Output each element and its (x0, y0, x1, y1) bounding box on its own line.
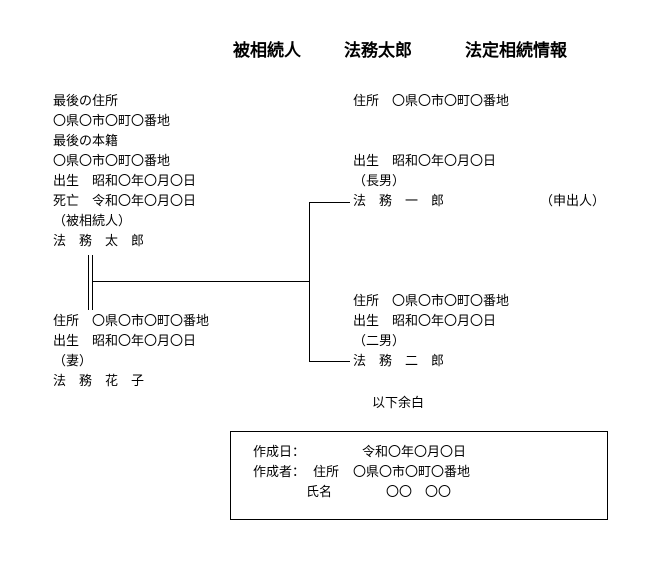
decedent-last-address: 〇県〇市〇町〇番地 (53, 114, 171, 129)
decedent-last-address-label: 最後の住所 (53, 94, 119, 109)
child2-relation: （二男） (353, 334, 406, 349)
marriage-line-left (88, 255, 89, 310)
child1-birth: 出生 昭和〇年〇月〇日 (353, 154, 497, 169)
child1-applicant-mark: （申出人） (540, 194, 606, 209)
marriage-line-right (92, 255, 93, 310)
title-doc-type: 法定相続情報 (465, 41, 567, 61)
descent-horizontal-line (92, 281, 310, 282)
decedent-death: 死亡 令和〇年〇月〇日 (53, 194, 197, 209)
decedent-last-domicile-label: 最後の本籍 (53, 134, 119, 149)
children-vertical-line (309, 202, 310, 362)
creation-info-box (230, 431, 608, 520)
closing-note: 以下余白 (372, 396, 425, 411)
creator-label: 作成者： (253, 465, 306, 480)
creator-name-value: 〇〇 〇〇 (386, 485, 452, 500)
spouse-relation: （妻） (53, 354, 93, 369)
child2-name: 法 務 二 郎 (353, 354, 445, 369)
spouse-name: 法 務 花 子 (53, 374, 145, 389)
decedent-last-domicile: 〇県〇市〇町〇番地 (53, 154, 171, 169)
child1-address: 住所 〇県〇市〇町〇番地 (353, 94, 510, 109)
decedent-role: （被相続人） (53, 214, 132, 229)
creator-address-value: 〇県〇市〇町〇番地 (353, 465, 471, 480)
child2-branch-line (309, 361, 350, 362)
title-decedent-name: 法務太郎 (344, 41, 412, 61)
title-label: 被相続人 (233, 41, 301, 61)
child1-name: 法 務 一 郎 (353, 194, 445, 209)
spouse-address: 住所 〇県〇市〇町〇番地 (53, 314, 210, 329)
creator-address-label: 住所 (313, 465, 340, 480)
decedent-birth: 出生 昭和〇年〇月〇日 (53, 174, 197, 189)
creation-date-label: 作成日： (253, 445, 306, 460)
spouse-birth: 出生 昭和〇年〇月〇日 (53, 334, 197, 349)
creator-name-label: 氏名 (306, 485, 333, 500)
child2-address: 住所 〇県〇市〇町〇番地 (353, 294, 510, 309)
creation-date-value: 令和〇年〇月〇日 (362, 445, 467, 460)
child1-branch-line (309, 202, 350, 203)
child1-relation: （長男） (353, 174, 406, 189)
child2-birth: 出生 昭和〇年〇月〇日 (353, 314, 497, 329)
decedent-name: 法 務 太 郎 (53, 234, 145, 249)
